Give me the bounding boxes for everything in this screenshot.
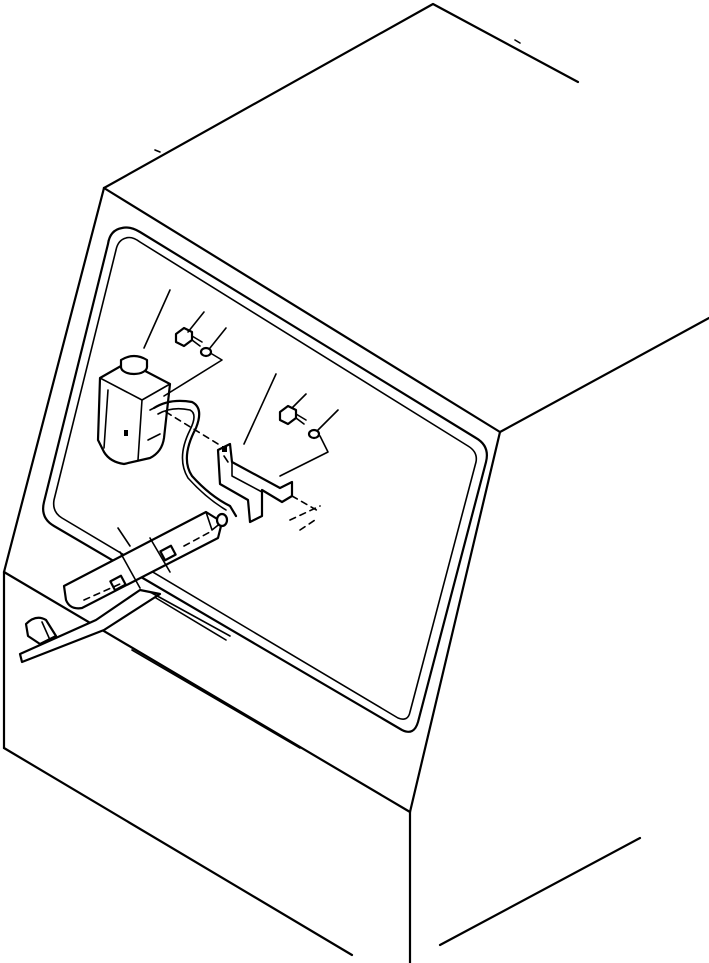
bracket-bolt	[278, 393, 307, 426]
mounting-bracket	[165, 411, 321, 531]
wiper-motor-cover	[62, 510, 229, 610]
wiper-arm	[18, 588, 231, 664]
washer-tank	[96, 354, 172, 466]
leader-lines	[117, 289, 277, 547]
washer-hose	[152, 399, 238, 518]
tank-washer	[163, 327, 227, 397]
bracket-washer	[279, 409, 339, 477]
tank-bolt	[174, 311, 205, 348]
rear-window	[42, 226, 488, 733]
